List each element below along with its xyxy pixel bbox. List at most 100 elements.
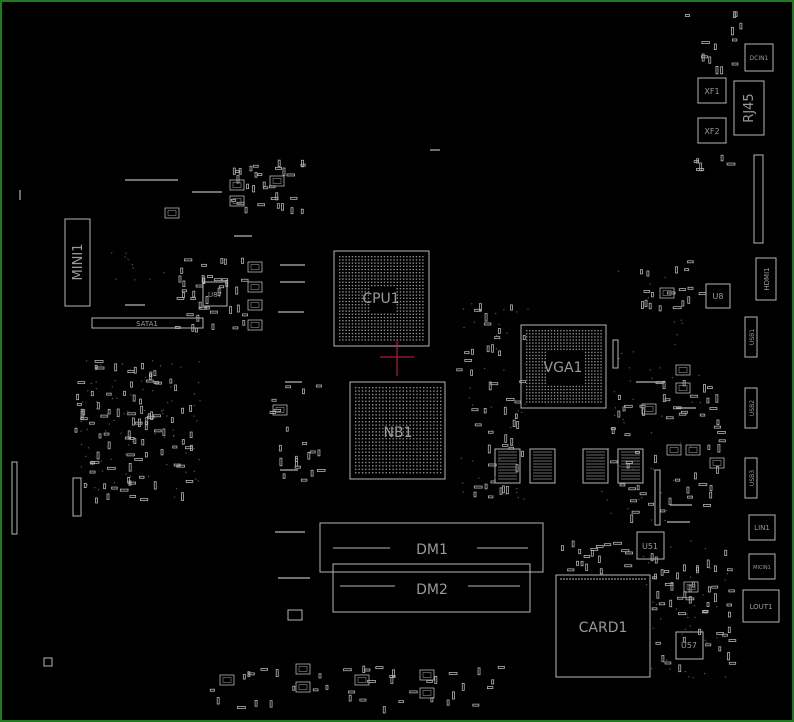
bga-ball: [345, 278, 347, 280]
bga-ball: [358, 417, 360, 419]
bga-ball: [409, 444, 411, 447]
bga-ball: [409, 451, 411, 453]
xf1-transformer[interactable]: XF1: [697, 77, 727, 104]
u51-chip[interactable]: U51: [636, 531, 665, 560]
bga-ball: [339, 300, 341, 303]
bga-ball: [392, 417, 394, 419]
bga-ball: [364, 278, 366, 280]
bga-ball: [396, 310, 398, 312]
via: [136, 423, 138, 426]
bga-ball: [396, 313, 398, 315]
bga-ball: [358, 461, 360, 464]
bga-ball: [544, 351, 546, 354]
smd-part: [220, 258, 224, 264]
bga-ball: [377, 275, 379, 277]
bga-ball: [361, 265, 363, 267]
sata-connector[interactable]: SATA1: [91, 317, 204, 329]
bga-ball: [365, 438, 367, 440]
bga-ball: [389, 424, 391, 426]
bga-ball: [377, 256, 379, 258]
mini-pcie-slot[interactable]: MINI1: [64, 218, 91, 307]
bga-ball: [399, 410, 401, 413]
bga-ball: [581, 342, 584, 344]
bga-ball: [429, 410, 432, 413]
bga-ball: [355, 465, 357, 467]
bga-ball: [372, 434, 374, 436]
bga-ball: [594, 351, 596, 354]
bga-ball: [403, 316, 405, 319]
dcin-jack[interactable]: DCIN1: [744, 43, 774, 72]
bga-ball: [361, 316, 363, 319]
xf2-transformer[interactable]: XF2: [697, 117, 727, 144]
bga-ball: [361, 332, 363, 335]
bga-ball: [436, 400, 438, 402]
bga-ball: [415, 284, 418, 287]
bga-ball: [529, 401, 531, 403]
card-reader-slot[interactable]: CARD1: [555, 574, 651, 678]
bga-ball: [422, 320, 424, 322]
northbridge-chip[interactable]: NB1: [349, 381, 446, 480]
via: [171, 363, 173, 365]
dimm-slot-2[interactable]: DM2: [332, 563, 531, 613]
bga-ball: [433, 468, 435, 470]
dimm-slot-1[interactable]: DM1: [319, 522, 544, 573]
bga-ball: [392, 448, 394, 450]
hdmi-connector[interactable]: HDMI1: [755, 257, 777, 301]
smd-part: [717, 431, 726, 434]
bga-ball: [557, 342, 559, 344]
usb1-connector[interactable]: USB1: [744, 316, 758, 358]
u8-chip[interactable]: U8: [705, 283, 731, 309]
u57-chip[interactable]: U57: [675, 631, 704, 660]
bga-ball: [375, 468, 377, 470]
bga-ball: [547, 339, 550, 341]
bga-ball: [532, 395, 534, 397]
bga-ball: [345, 310, 347, 312]
bga-ball: [361, 397, 364, 399]
bga-ball: [361, 451, 364, 453]
bga-ball: [591, 345, 593, 347]
bga-ball: [385, 451, 387, 453]
bga-ball: [365, 444, 367, 447]
bga-ball: [406, 461, 408, 464]
bga-ball: [339, 326, 341, 328]
usb2-connector[interactable]: USB2: [744, 387, 758, 429]
bga-ball: [365, 404, 367, 406]
bga-ball: [399, 300, 402, 303]
bga-ball: [378, 424, 381, 426]
cpu-socket[interactable]: CPU1: [333, 250, 430, 347]
smd-part: [375, 666, 384, 670]
bga-ball: [399, 284, 402, 287]
bga-ball: [351, 326, 354, 328]
smd-part: [486, 686, 494, 690]
smd-part: [271, 398, 277, 402]
bga-ball: [406, 407, 408, 409]
mic-in-jack[interactable]: MICIN1: [748, 553, 776, 580]
usb3-connector[interactable]: USB3: [744, 457, 758, 499]
bga-ball: [572, 333, 574, 335]
bga-ball: [429, 465, 432, 467]
bga-ball: [358, 329, 360, 331]
bga-ball: [375, 417, 377, 419]
line-in-jack[interactable]: LIN1: [748, 514, 776, 541]
small-ic: [247, 299, 263, 311]
bga-ball: [402, 400, 404, 402]
smd-part: [262, 186, 269, 190]
via: [107, 445, 109, 447]
bga-ball: [419, 268, 421, 271]
rj45-connector[interactable]: RJ45: [733, 80, 765, 136]
bga-ball: [361, 444, 364, 447]
u87-chip[interactable]: U87: [202, 281, 228, 307]
bga-ball: [402, 387, 404, 389]
bga-ball: [594, 339, 596, 341]
bga-ball: [406, 313, 408, 315]
bga-ball: [358, 434, 360, 436]
bga-ball: [399, 278, 402, 280]
vga-chip[interactable]: VGA1: [520, 324, 607, 409]
line-out-jack[interactable]: LOUT1: [742, 589, 780, 623]
via: [703, 672, 706, 675]
bga-ball: [392, 414, 394, 416]
bga-ball: [364, 339, 366, 341]
bga-ball: [526, 370, 528, 372]
bga-ball: [377, 329, 379, 331]
bga-ball: [358, 336, 360, 338]
